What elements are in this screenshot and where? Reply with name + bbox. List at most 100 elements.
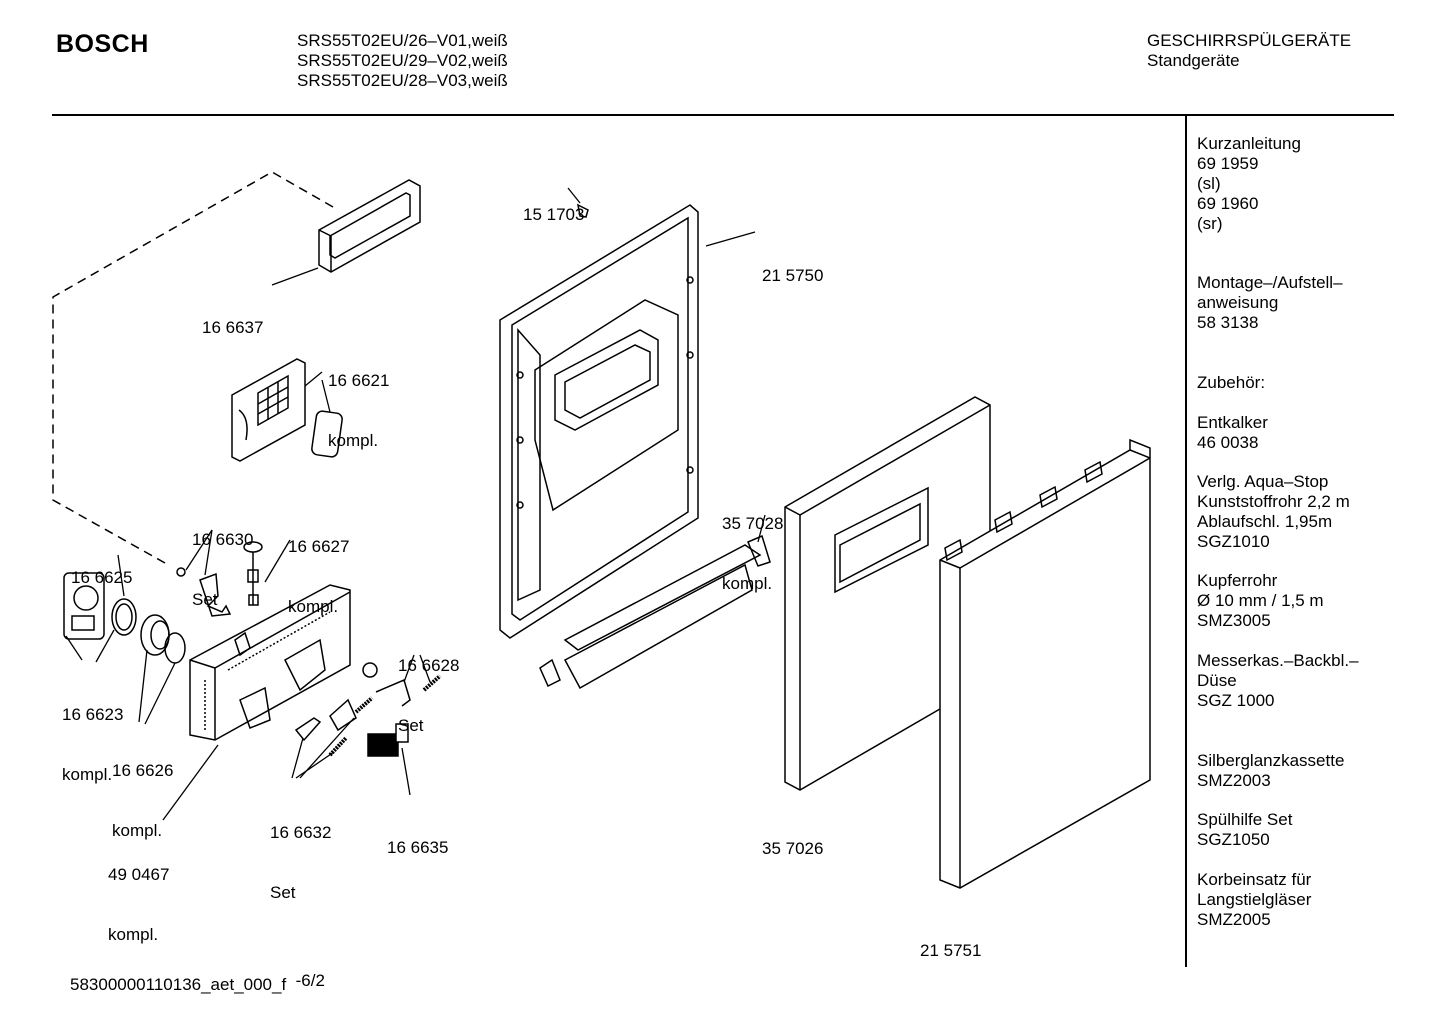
brand-logo: BOSCH — [56, 30, 149, 58]
category-heading: GESCHIRRSPÜLGERÄTE Standgeräte — [1147, 31, 1351, 71]
sidebar-line: (sr) — [1197, 214, 1223, 233]
part-number: 16 6627 — [288, 537, 350, 556]
seal-ring-part — [111, 598, 137, 636]
sidebar-line: 46 0038 — [1197, 433, 1259, 452]
sidebar-line: Montage–/Aufstell– — [1197, 273, 1343, 292]
side-panel-part — [939, 438, 1151, 889]
part-number: 49 0467 — [108, 865, 170, 884]
document-id: 58300000110136_aet_000_f — [70, 975, 287, 994]
part-number: 16 6626 — [112, 761, 174, 780]
sidebar-line: (sl) — [1197, 174, 1221, 193]
filter-insert-part — [231, 358, 343, 462]
sidebar-line: SMZ3005 — [1197, 611, 1271, 630]
callout-16-6623: 16 6623 kompl. — [62, 665, 123, 825]
sidebar-line: Kurzanleitung — [1197, 134, 1301, 153]
part-note: kompl. — [288, 597, 339, 616]
sidebar-korbeinsatz: Korbeinsatz für Langstielgläser SMZ2005 — [1197, 870, 1311, 930]
sidebar-line: 69 1960 — [1197, 194, 1259, 213]
spring-part — [422, 674, 442, 692]
sidebar-line: SGZ1050 — [1197, 830, 1270, 849]
sidebar-spuelhilfe: Spülhilfe Set SGZ1050 — [1197, 810, 1292, 850]
sidebar-line: Kunststoffrohr 2,2 m — [1197, 492, 1350, 511]
sidebar-line: Entkalker — [1197, 413, 1268, 432]
lever-part — [199, 572, 232, 617]
callout-16-6628: 16 6628 Set — [398, 616, 459, 776]
callout-16-6635: 16 6635 — [387, 798, 448, 898]
callout-49-0467: 49 0467 kompl. — [108, 825, 169, 985]
sidebar-messerkasten: Messerkas.–Backbl.– Düse SGZ 1000 — [1197, 651, 1359, 711]
sidebar-line: 58 3138 — [1197, 313, 1259, 332]
part-number: 35 7028 — [722, 514, 784, 533]
part-number: 16 6630 — [192, 530, 254, 549]
sidebar-kupferrohr: Kupferrohr Ø 10 mm / 1,5 m SMZ3005 — [1197, 571, 1324, 631]
sidebar-line: SMZ2003 — [1197, 771, 1271, 790]
part-number: 16 6635 — [387, 838, 449, 857]
part-note: Set — [398, 716, 424, 735]
category-subtitle: Standgeräte — [1147, 51, 1240, 70]
sidebar-line: SGZ1010 — [1197, 532, 1270, 551]
callout-16-6632: 16 6632 Set — [270, 783, 331, 943]
pin-part — [375, 678, 411, 707]
sidebar-line: Spülhilfe Set — [1197, 810, 1293, 829]
part-note: kompl. — [112, 821, 163, 840]
assembly-dashed-line — [52, 171, 334, 564]
leader-lines — [65, 187, 766, 821]
front-panel-part — [784, 396, 991, 791]
sidebar-line: Silberglanzkassette — [1197, 751, 1345, 770]
model-line: SRS55T02EU/29–V02,weiß — [297, 51, 508, 70]
callout-35-7026: 35 7026 — [762, 799, 823, 899]
part-note: Set — [270, 883, 296, 902]
callout-16-6637: 16 6637 — [202, 278, 263, 378]
sidebar-line: Korbeinsatz für — [1197, 870, 1312, 889]
callout-16-6621: 16 6621 kompl. — [328, 331, 389, 491]
sidebar-entkalker: Entkalker 46 0038 — [1197, 413, 1268, 453]
page-number: -6/2 — [295, 971, 325, 990]
part-number: 16 6628 — [398, 656, 460, 675]
o-ring-part — [164, 632, 186, 664]
part-note: kompl. — [328, 431, 379, 450]
part-note: kompl. — [722, 574, 773, 593]
part-number: 21 5751 — [920, 941, 982, 960]
inner-door-panel-part — [499, 204, 699, 639]
ball-part — [362, 662, 378, 678]
part-note: kompl. — [108, 925, 159, 944]
sidebar-line: SMZ2005 — [1197, 910, 1271, 929]
model-line: SRS55T02EU/28–V03,weiß — [297, 71, 508, 90]
sidebar-divider — [1185, 116, 1187, 967]
sidebar-line: Ø 10 mm / 1,5 m — [1197, 591, 1324, 610]
part-note: Set — [192, 590, 218, 609]
gasket-frame-part — [318, 179, 421, 273]
sidebar-montage: Montage–/Aufstell– anweisung 58 3138 — [1197, 273, 1343, 333]
part-number: 16 6632 — [270, 823, 332, 842]
sidebar-line: Messerkas.–Backbl.– — [1197, 651, 1359, 670]
part-note: kompl. — [62, 765, 113, 784]
switch-part — [367, 723, 409, 757]
sidebar-line: SGZ 1000 — [1197, 691, 1275, 710]
model-line: SRS55T02EU/26–V01,weiß — [297, 31, 508, 50]
sidebar-line: anweisung — [1197, 293, 1279, 312]
dispenser-housing-part — [189, 584, 351, 741]
sidebar-line: Langstielgläser — [1197, 890, 1312, 909]
model-list: SRS55T02EU/26–V01,weiß SRS55T02EU/29–V02… — [297, 31, 508, 91]
callout-16-6626: 16 6626 kompl. — [112, 721, 173, 881]
sidebar-line: Verlg. Aqua–Stop — [1197, 472, 1329, 491]
sidebar-line: Düse — [1197, 671, 1237, 690]
latch-part — [294, 717, 322, 742]
part-number: 16 6623 — [62, 705, 124, 724]
sidebar-aqua-stop: Verlg. Aqua–Stop Kunststoffrohr 2,2 m Ab… — [1197, 472, 1350, 552]
part-number: 16 6625 — [71, 568, 133, 587]
callout-16-6630: 16 6630 Set — [192, 490, 253, 650]
document-footer: 58300000110136_aet_000_f -6/2 — [70, 971, 325, 995]
part-number: 16 6637 — [202, 318, 264, 337]
sidebar-line: Kupferrohr — [1197, 571, 1278, 590]
hinge-rail-part — [539, 534, 771, 690]
callout-21-5751: 21 5751 — [920, 901, 981, 1001]
header-divider — [52, 114, 1394, 116]
callout-16-6625: 16 6625 — [71, 528, 132, 628]
sidebar-silberglanz: Silberglanzkassette SMZ2003 — [1197, 751, 1344, 791]
screw-part — [176, 567, 186, 577]
callout-16-6627: 16 6627 kompl. — [288, 497, 349, 657]
callout-15-1703: 15 1703 — [523, 165, 584, 265]
screw-part — [576, 203, 589, 218]
